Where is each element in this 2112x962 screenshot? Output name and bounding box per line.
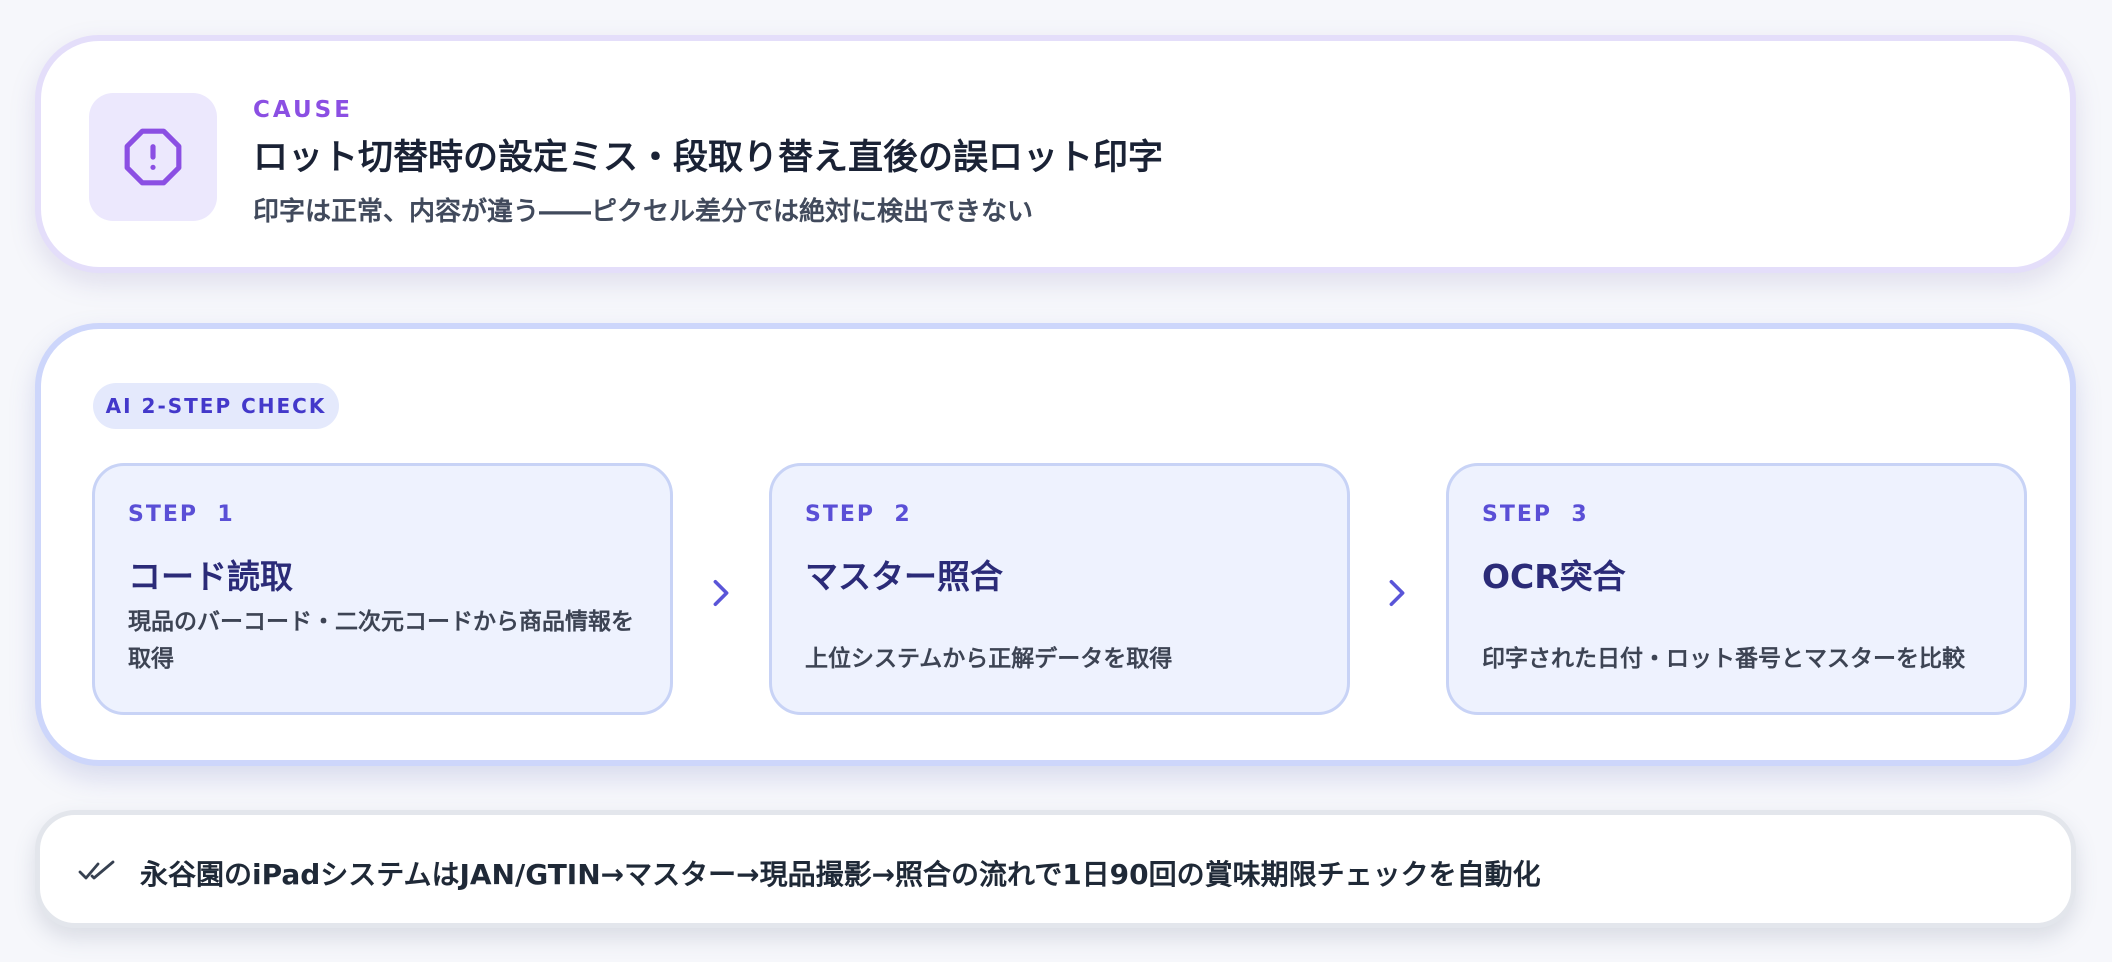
cause-card: CAUSE ロット切替時の設定ミス・段取り替え直後の誤ロット印字 印字は正常、内… — [35, 35, 2076, 273]
step-card-3: STEP 3 OCR突合 印字された日付・ロット番号とマスターを比較 — [1446, 463, 2027, 715]
cause-subtitle: 印字は正常、内容が違う――ピクセル差分では絶対に検出できない — [253, 197, 1034, 227]
step-card-2: STEP 2 マスター照合 上位システムから正解データを取得 — [769, 463, 1350, 715]
double-check-icon — [78, 860, 115, 880]
summary-banner: 永谷園のiPadシステムはJAN/GTIN→マスター→現品撮影→照合の流れで1日… — [35, 810, 2076, 928]
alert-octagon-icon — [124, 128, 182, 186]
step-title: マスター照合 — [805, 557, 1003, 596]
step-description: 印字された日付・ロット番号とマスターを比較 — [1482, 646, 1965, 672]
cause-eyebrow: CAUSE — [253, 97, 353, 123]
ai-check-badge: AI 2-STEP CHECK — [93, 383, 339, 429]
cause-title: ロット切替時の設定ミス・段取り替え直後の誤ロット印字 — [253, 138, 1164, 178]
chevron-right-icon — [1389, 579, 1405, 607]
step-label: STEP 2 — [805, 502, 912, 527]
summary-text: 永谷園のiPadシステムはJAN/GTIN→マスター→現品撮影→照合の流れで1日… — [140, 858, 1541, 891]
step-title: OCR突合 — [1482, 557, 1626, 596]
ai-check-card: AI 2-STEP CHECK STEP 1 コード読取 現品のバーコード・二次… — [35, 323, 2076, 766]
step-label: STEP 3 — [1482, 502, 1589, 527]
step-description: 上位システムから正解データを取得 — [805, 646, 1173, 672]
step-card-1: STEP 1 コード読取 現品のバーコード・二次元コードから商品情報を取得 — [92, 463, 673, 715]
cause-icon-box — [89, 93, 217, 221]
step-description: 現品のバーコード・二次元コードから商品情報を取得 — [128, 609, 634, 672]
chevron-right-icon — [713, 579, 729, 607]
step-title: コード読取 — [128, 557, 293, 596]
step-label: STEP 1 — [128, 502, 235, 527]
